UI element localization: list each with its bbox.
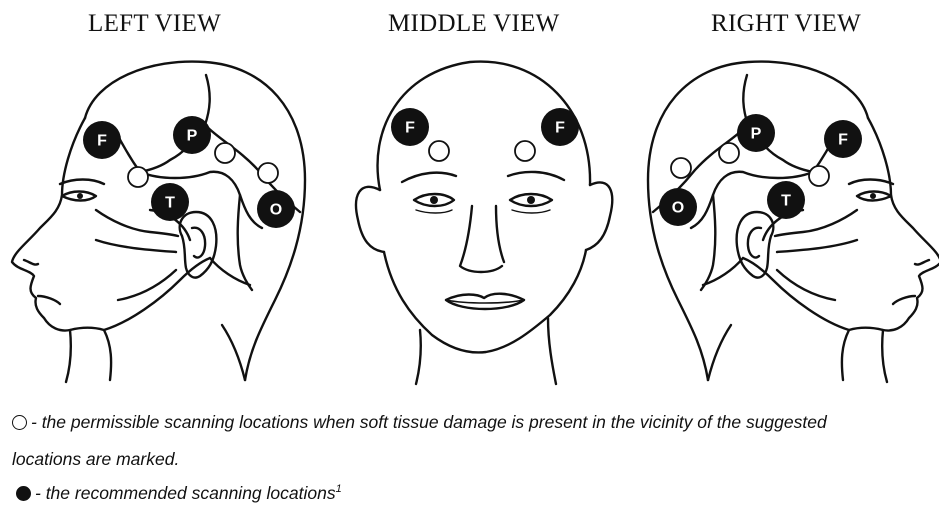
legend-permissible-text-continued: locations are marked. [12, 449, 179, 469]
svg-text:T: T [165, 195, 175, 212]
left-permissible-point [258, 163, 278, 183]
left-parietal-marker: P [173, 116, 211, 154]
middle-left-frontal-marker: F [391, 108, 429, 146]
right-permissible-point [671, 158, 691, 178]
right-view-head [648, 62, 939, 382]
middle-right-frontal-marker: F [541, 108, 579, 146]
middle-view-head [356, 62, 612, 384]
svg-text:F: F [838, 132, 848, 149]
left-permissible-point [128, 167, 148, 187]
left-permissible-point [215, 143, 235, 163]
legend-permissible-continued: locations are marked. [12, 449, 179, 470]
right-temporal-marker: T [767, 181, 805, 219]
middle-permissible-point [429, 141, 449, 161]
left-temporal-marker: T [151, 183, 189, 221]
legend-recommended-text: - the recommended scanning locations [35, 483, 336, 503]
legend-permissible-text: - the permissible scanning locations whe… [31, 412, 827, 432]
left-occipital-marker: O [257, 190, 295, 228]
right-parietal-marker: P [737, 114, 775, 152]
legend-recommended: - the recommended scanning locations1 [16, 483, 342, 504]
svg-text:F: F [555, 120, 565, 137]
left-view-head [12, 62, 305, 382]
filled-circle-icon [16, 486, 31, 501]
svg-text:T: T [781, 193, 791, 210]
svg-text:P: P [187, 128, 198, 145]
svg-text:F: F [405, 120, 415, 137]
svg-text:O: O [270, 202, 282, 219]
right-permissible-point [719, 143, 739, 163]
svg-text:F: F [97, 133, 107, 150]
middle-permissible-point [515, 141, 535, 161]
svg-text:O: O [672, 200, 684, 217]
right-permissible-point [809, 166, 829, 186]
left-frontal-marker: F [83, 121, 121, 159]
legend-permissible: - the permissible scanning locations whe… [12, 412, 827, 433]
open-circle-icon [12, 415, 27, 430]
right-frontal-marker: F [824, 120, 862, 158]
right-occipital-marker: O [659, 188, 697, 226]
legend-footnote-marker: 1 [336, 483, 342, 495]
head-diagrams: F P T O F F P F O T [0, 0, 939, 400]
svg-text:P: P [751, 126, 762, 143]
